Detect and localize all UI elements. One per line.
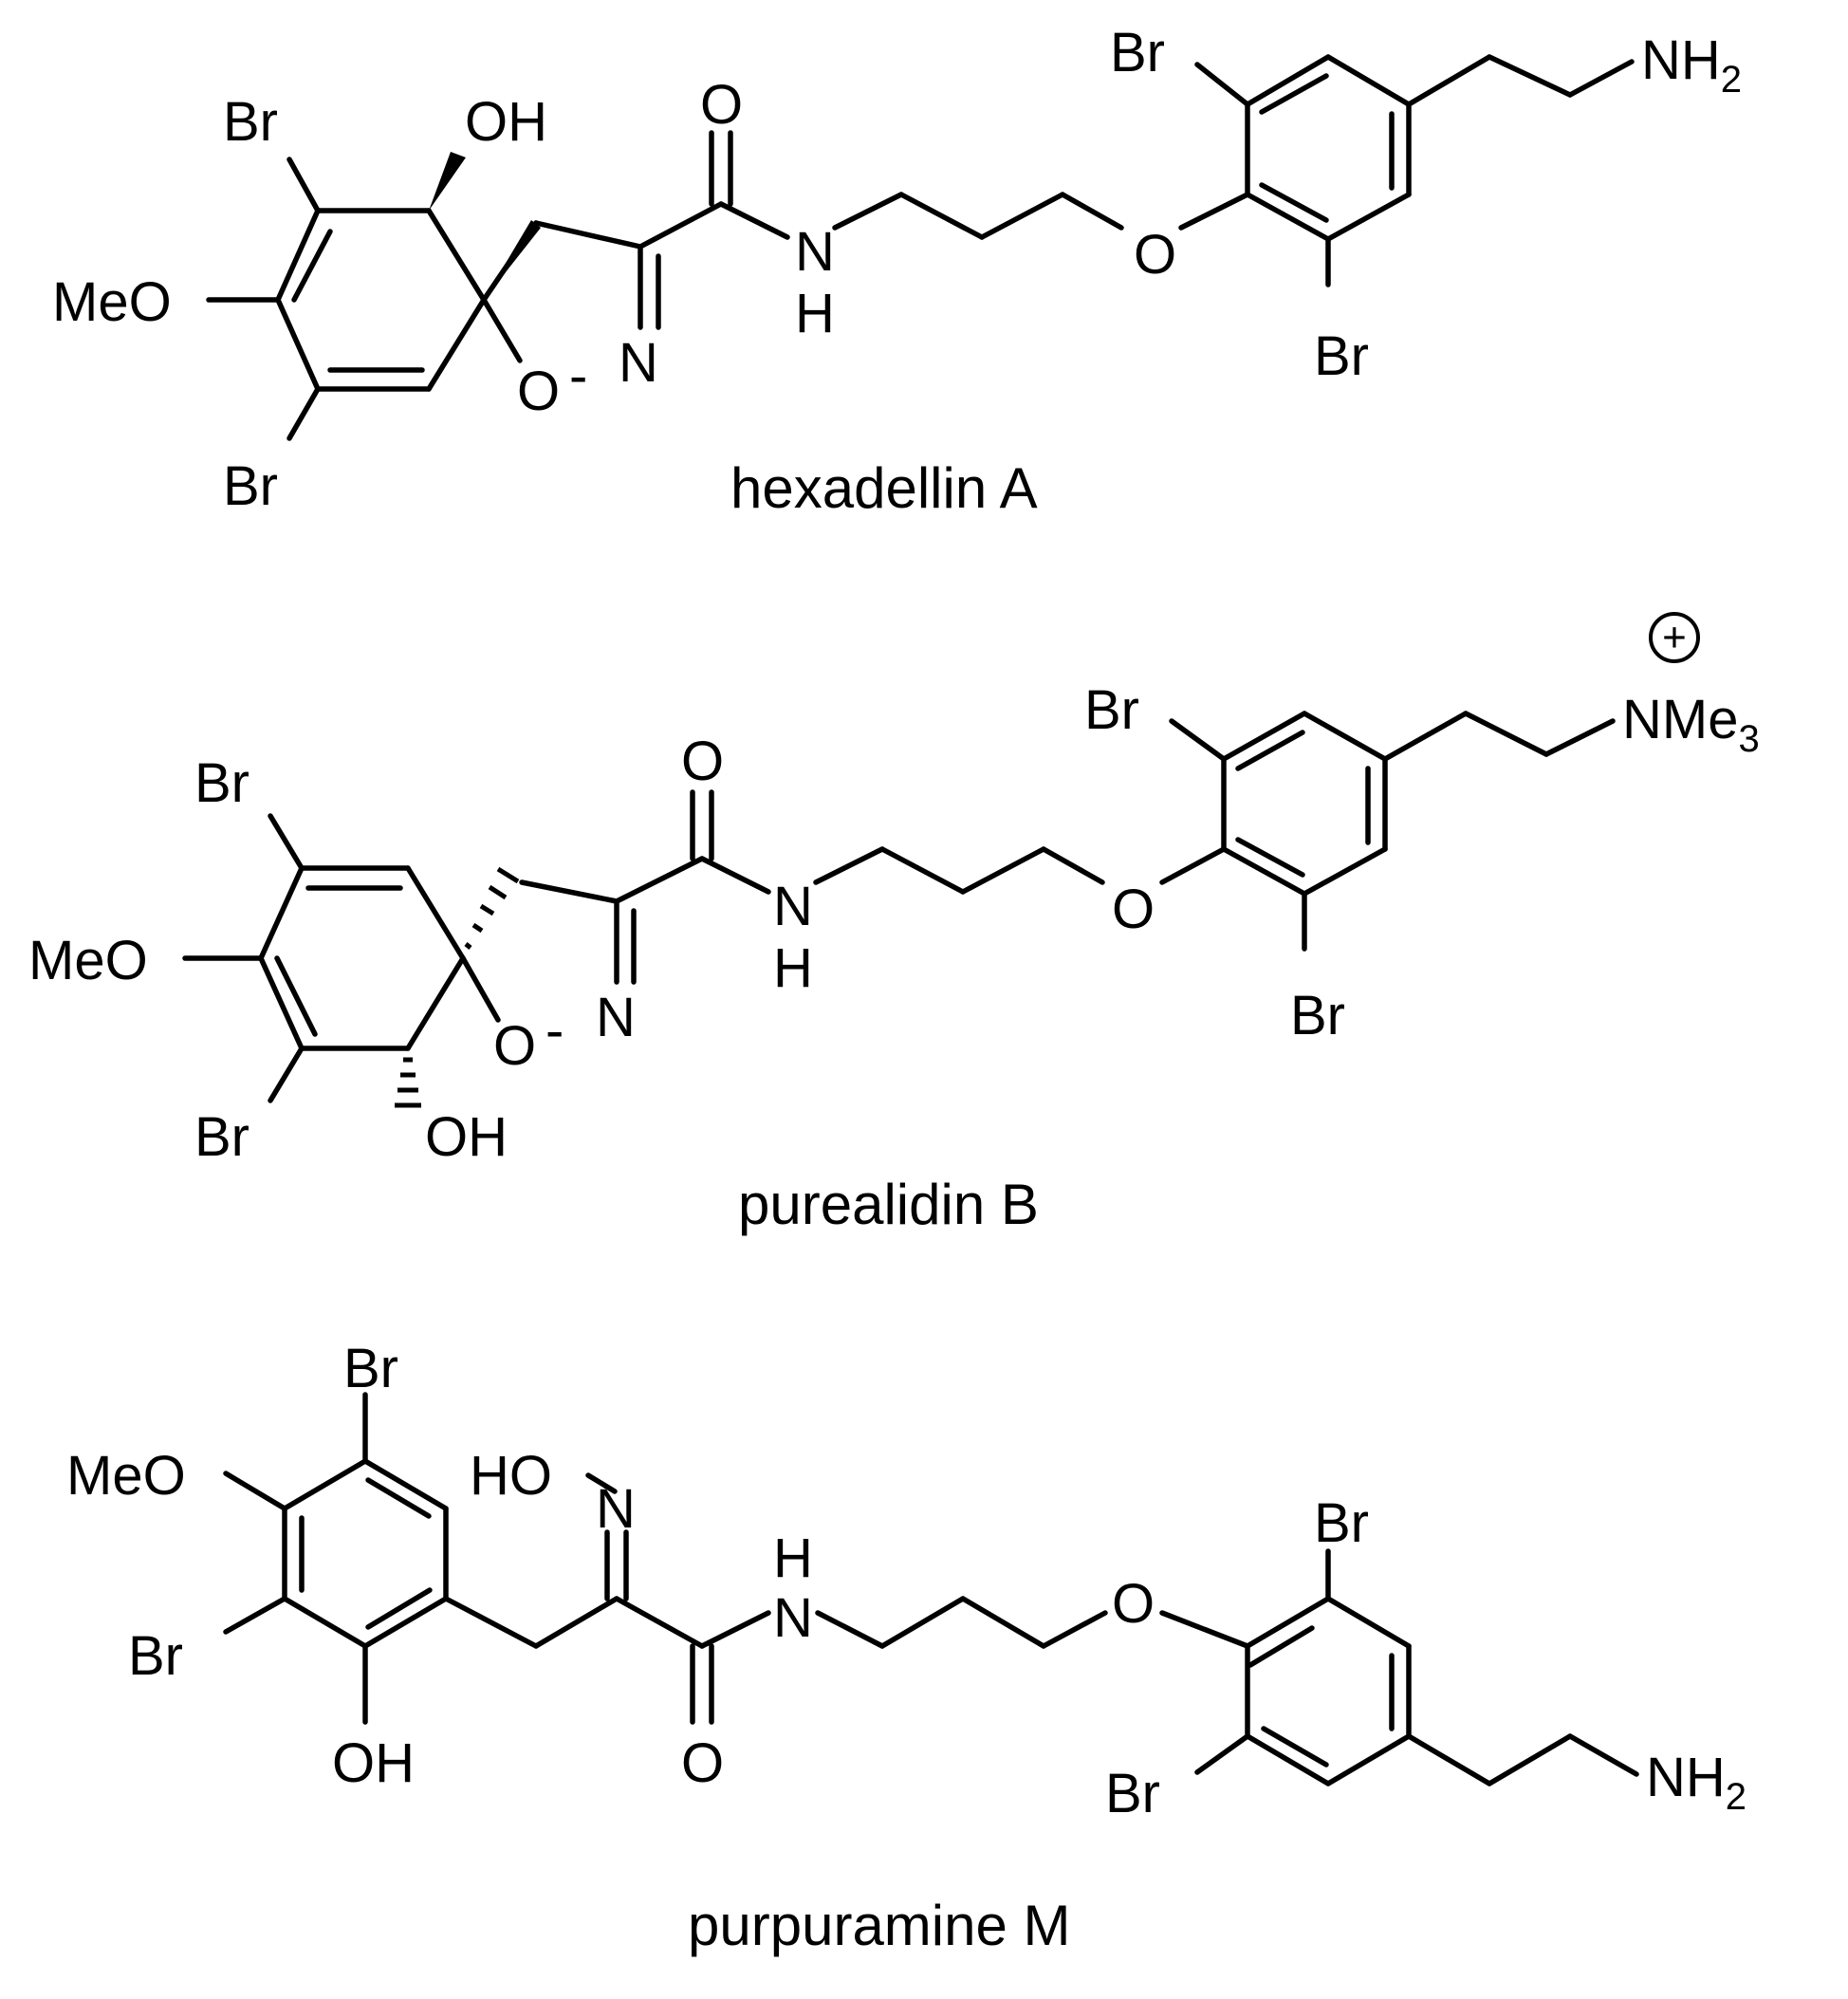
atom-amide-h: H: [773, 937, 813, 999]
atom-oh: OH: [425, 1106, 508, 1168]
atom-oh: OH: [332, 1732, 415, 1794]
atom-br-top: Br: [194, 752, 249, 814]
bonds-hexadellin-a: [206, 54, 1635, 441]
atom-amide-h: H: [795, 283, 835, 344]
positive-charge-icon: +: [1649, 612, 1700, 663]
hashed-bond-oh: [395, 1057, 421, 1108]
atom-carbonyl-o: O: [681, 1732, 724, 1794]
molecule-purealidin-b: Br MeO Br OH O N H N O - O Br Br + NMe3 …: [28, 612, 1760, 1236]
atom-oxime-ho: HO: [470, 1445, 552, 1507]
bonds-purpuramine-m: [223, 1392, 1639, 1786]
atom-amide-n: N: [773, 876, 813, 937]
atom-aryl-br-top: Br: [1084, 679, 1139, 741]
atom-br-bottom: Br: [194, 1106, 249, 1168]
atom-isoxazoline-n: N: [596, 987, 636, 1048]
atom-aryl-br-bottom: Br: [1105, 1763, 1160, 1824]
atom-labels-hexadellin-a: Br OH MeO Br O N H N O - O Br Br NH2: [52, 22, 1742, 517]
bonds-purealidin-b: [182, 711, 1616, 1108]
atom-labels-purpuramine-m: Br MeO Br OH HO N O H N O Br Br NH2: [66, 1338, 1746, 1824]
atom-br-top: Br: [223, 91, 278, 153]
atom-isoxazoline-o: O: [493, 1015, 536, 1077]
atom-amide-n: N: [795, 221, 835, 283]
hashed-bond-spiro: [464, 866, 520, 950]
atom-labels-purealidin-b: Br MeO Br OH O N H N O - O Br Br + NMe3: [28, 612, 1760, 1168]
atom-isoxazoline-dash: -: [545, 1000, 564, 1062]
atom-aryl-br-top: Br: [1110, 22, 1165, 83]
molecule-name-purpuramine-m: purpuramine M: [688, 1894, 1071, 1957]
molecule-hexadellin-a: Br OH MeO Br O N H N O - O Br Br NH2 hex…: [52, 22, 1742, 520]
atom-aryl-br-bottom: Br: [1290, 985, 1345, 1046]
atom-amide-h: H: [773, 1527, 813, 1589]
atom-aryl-br-bottom: Br: [1314, 325, 1369, 387]
molecule-name-hexadellin-a: hexadellin A: [730, 456, 1038, 520]
atom-oh: OH: [465, 91, 547, 153]
atom-meo: MeO: [28, 930, 148, 991]
atom-isoxazoline-n: N: [619, 332, 658, 394]
atom-ether-o: O: [1112, 879, 1155, 940]
atom-carbonyl-o: O: [681, 731, 724, 792]
atom-aryl-br-top: Br: [1314, 1492, 1369, 1554]
atom-ether-o: O: [1112, 1573, 1155, 1635]
atom-ammonium: NMe3: [1622, 689, 1760, 760]
atom-br-top: Br: [343, 1338, 398, 1399]
atom-oxime-n: N: [596, 1478, 636, 1540]
atom-isoxazoline-o: O: [517, 361, 560, 422]
atom-meo: MeO: [66, 1445, 186, 1507]
atom-amine: NH2: [1646, 1747, 1746, 1818]
atom-amide-n: N: [773, 1587, 813, 1649]
atom-br-left: Br: [128, 1625, 183, 1687]
atom-amine: NH2: [1641, 29, 1742, 101]
atom-br-bottom: Br: [223, 455, 278, 517]
charge-label: +: [1662, 615, 1687, 661]
atom-meo: MeO: [52, 271, 172, 333]
atom-ether-o: O: [1134, 224, 1176, 286]
molecule-purpuramine-m: Br MeO Br OH HO N O H N O Br Br NH2 purp…: [66, 1338, 1746, 1957]
molecule-name-purealidin-b: purealidin B: [738, 1173, 1039, 1236]
atom-carbonyl-o: O: [700, 74, 743, 136]
atom-isoxazoline-dash: -: [569, 345, 587, 407]
